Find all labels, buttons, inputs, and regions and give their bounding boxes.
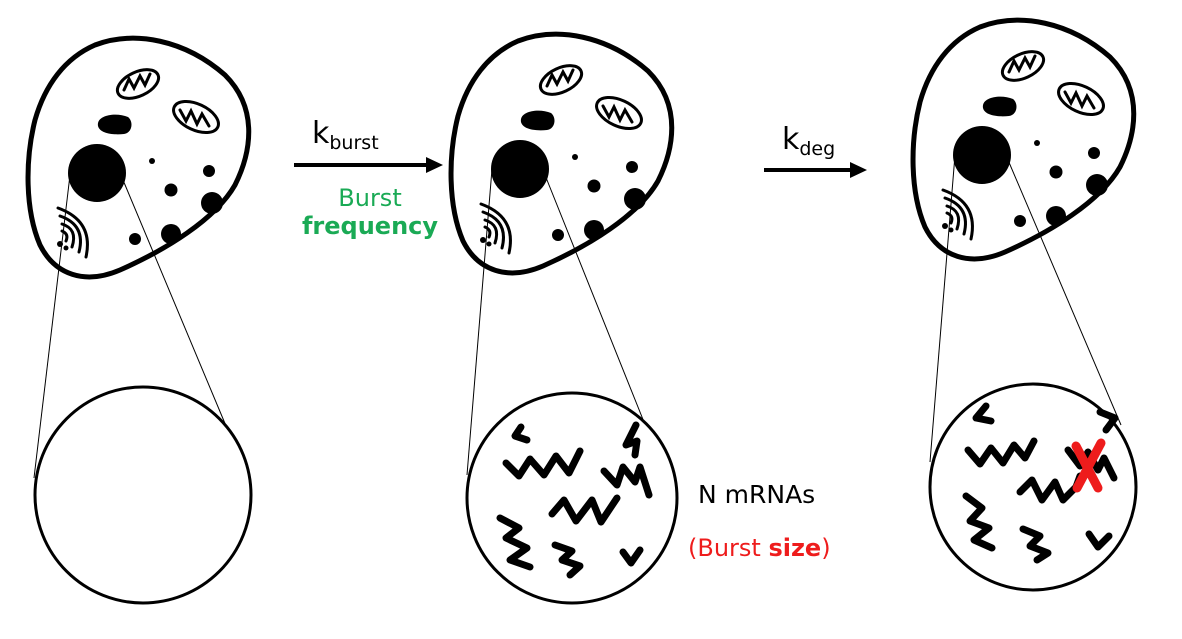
cell-initial [28, 38, 253, 605]
k-deg-label: kdeg [782, 122, 836, 160]
burst-size-label: (Burst size) [688, 534, 831, 562]
mrna-molecules [496, 421, 653, 579]
k-burst-label: kburst [312, 116, 379, 154]
mrna-count-label: N mRNAs [698, 480, 816, 509]
arrow-degradation [764, 162, 867, 178]
cell-degradation [913, 20, 1138, 592]
burst-frequency-label: Burst frequency [301, 184, 439, 240]
arrow-burst [294, 157, 443, 173]
zoom-circle-empty [33, 385, 253, 605]
degradation-cross-icon [1071, 438, 1106, 493]
cell-burst [451, 34, 679, 605]
